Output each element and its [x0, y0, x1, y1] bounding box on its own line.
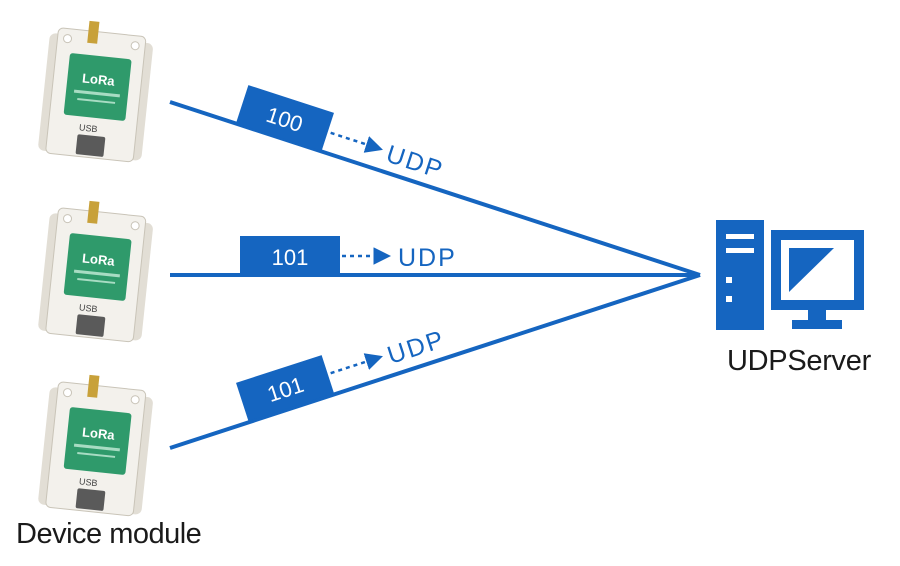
device-brand: LoRa	[81, 250, 116, 268]
device-brand: LoRa	[81, 424, 116, 442]
packet-box	[240, 236, 340, 276]
packet-1: 100 UDP	[236, 85, 448, 185]
device-port: USB	[79, 302, 98, 314]
device-module-3: LoRa USB	[38, 374, 153, 517]
protocol-label: UDP	[384, 325, 449, 370]
device-module-1: LoRa USB	[38, 20, 153, 163]
lora-device-icon: LoRa USB	[38, 20, 153, 163]
packet-2: 101 UDP	[240, 236, 457, 276]
device-port: USB	[79, 476, 98, 488]
packet-box	[236, 355, 334, 421]
link-line-1	[169, 100, 701, 277]
link-line-3	[169, 273, 701, 450]
dotted-arrow	[330, 131, 383, 153]
packet-label: 101	[272, 245, 309, 270]
udp-server-caption: UDPServer	[727, 345, 871, 377]
dotted-arrow	[330, 353, 383, 375]
device-module-2: LoRa USB	[38, 200, 153, 343]
device-brand: LoRa	[81, 70, 116, 88]
protocol-label: UDP	[383, 140, 448, 185]
lora-device-icon: LoRa USB	[38, 200, 153, 343]
protocol-label: UDP	[398, 244, 457, 272]
device-port: USB	[79, 122, 98, 134]
packet-box	[236, 85, 334, 151]
computer-icon	[716, 220, 864, 330]
packet-3: 101 UDP	[236, 325, 449, 421]
lora-device-icon: LoRa USB	[38, 374, 153, 517]
device-module-caption: Device module	[16, 518, 202, 550]
